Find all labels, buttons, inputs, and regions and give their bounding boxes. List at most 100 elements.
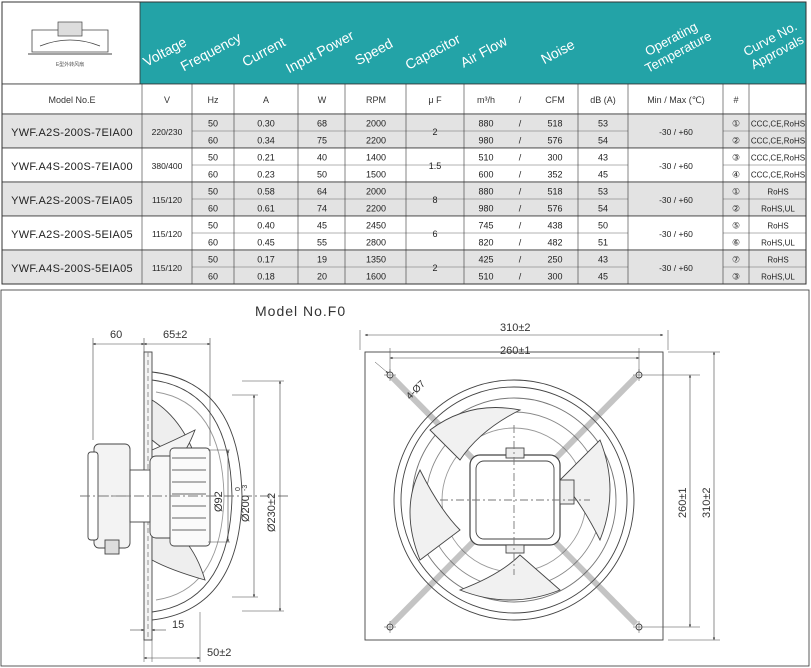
noise-cell: 51 bbox=[598, 238, 608, 248]
airflow-m3h-cell: 880 bbox=[478, 119, 493, 129]
unit-5: RPM bbox=[366, 95, 386, 105]
approvals-cell: RoHS bbox=[767, 256, 788, 265]
current-cell: 0.17 bbox=[257, 255, 275, 265]
temperature-cell: -30 / +60 bbox=[659, 127, 693, 137]
current-cell: 0.61 bbox=[257, 204, 275, 214]
speed-cell: 1400 bbox=[366, 153, 386, 163]
model-cell: YWF.A4S-200S-5EIA05 bbox=[11, 263, 133, 275]
dim-230: Ø230±2 bbox=[266, 493, 278, 532]
noise-cell: 45 bbox=[598, 170, 608, 180]
dim-50: 50±2 bbox=[207, 647, 231, 659]
approvals-cell: CCC,CE,RoHS bbox=[751, 120, 805, 129]
voltage-cell: 115/120 bbox=[152, 195, 182, 205]
noise-cell: 54 bbox=[598, 136, 608, 146]
power-cell: 74 bbox=[317, 204, 327, 214]
power-cell: 55 bbox=[317, 238, 327, 248]
voltage-cell: 115/120 bbox=[152, 263, 182, 273]
capacitor-cell: 1.5 bbox=[429, 161, 442, 171]
speed-cell: 2200 bbox=[366, 204, 386, 214]
power-cell: 19 bbox=[317, 255, 327, 265]
speed-cell: 1350 bbox=[366, 255, 386, 265]
airflow-separator: / bbox=[519, 204, 522, 214]
model-cell: YWF.A2S-200S-7EIA00 bbox=[11, 127, 133, 139]
unit-0: Model No.E bbox=[48, 95, 95, 105]
noise-cell: 43 bbox=[598, 255, 608, 265]
dim-200-tol-down: -3 bbox=[242, 485, 249, 491]
airflow-cfm-cell: 576 bbox=[547, 136, 562, 146]
frequency-cell: 50 bbox=[208, 187, 218, 197]
approvals-cell: RoHS,UL bbox=[761, 239, 795, 248]
power-cell: 50 bbox=[317, 170, 327, 180]
frequency-cell: 60 bbox=[208, 238, 218, 248]
unit-12: # bbox=[733, 95, 738, 105]
curve-cell: ③ bbox=[732, 272, 740, 282]
approvals-cell: CCC,CE,RoHS bbox=[751, 171, 805, 180]
technical-drawing bbox=[0, 289, 810, 667]
dim-15: 15 bbox=[172, 619, 184, 631]
dim-60: 60 bbox=[110, 329, 122, 341]
curve-cell: ⑤ bbox=[732, 221, 740, 231]
frequency-cell: 60 bbox=[208, 204, 218, 214]
dim-260-side: 260±1 bbox=[677, 487, 689, 518]
curve-cell: ⑥ bbox=[732, 238, 740, 248]
airflow-separator: / bbox=[519, 255, 522, 265]
airflow-cfm-cell: 576 bbox=[547, 204, 562, 214]
thumb-fan-guard bbox=[39, 39, 101, 47]
airflow-cfm-cell: 438 bbox=[547, 221, 562, 231]
frequency-cell: 60 bbox=[208, 170, 218, 180]
power-cell: 68 bbox=[317, 119, 327, 129]
unit-7: m³/h bbox=[477, 95, 495, 105]
noise-cell: 53 bbox=[598, 187, 608, 197]
airflow-cfm-cell: 300 bbox=[547, 153, 562, 163]
dim-200: Ø200 bbox=[240, 495, 252, 522]
airflow-m3h-cell: 820 bbox=[478, 238, 493, 248]
airflow-cfm-cell: 518 bbox=[547, 187, 562, 197]
units-row bbox=[1, 83, 807, 115]
dim-310-side: 310±2 bbox=[701, 487, 713, 518]
airflow-m3h-cell: 745 bbox=[478, 221, 493, 231]
frequency-cell: 60 bbox=[208, 272, 218, 282]
airflow-separator: / bbox=[519, 119, 522, 129]
approvals-cell: CCC,CE,RoHS bbox=[751, 137, 805, 146]
power-cell: 45 bbox=[317, 221, 327, 231]
airflow-m3h-cell: 510 bbox=[478, 272, 493, 282]
frequency-cell: 50 bbox=[208, 153, 218, 163]
airflow-m3h-cell: 600 bbox=[478, 170, 493, 180]
airflow-cfm-cell: 482 bbox=[547, 238, 562, 248]
airflow-separator: / bbox=[519, 153, 522, 163]
airflow-cfm-cell: 250 bbox=[547, 255, 562, 265]
frequency-cell: 50 bbox=[208, 255, 218, 265]
airflow-m3h-cell: 425 bbox=[478, 255, 493, 265]
airflow-separator: / bbox=[519, 221, 522, 231]
dim-260-top: 260±1 bbox=[500, 345, 531, 357]
temperature-cell: -30 / +60 bbox=[659, 229, 693, 239]
current-cell: 0.23 bbox=[257, 170, 275, 180]
speed-cell: 1500 bbox=[366, 170, 386, 180]
unit-6: μ F bbox=[428, 95, 442, 105]
approvals-cell: CCC,CE,RoHS bbox=[751, 154, 805, 163]
voltage-cell: 380/400 bbox=[152, 161, 183, 171]
model-cell: YWF.A4S-200S-7EIA00 bbox=[11, 161, 133, 173]
current-cell: 0.30 bbox=[257, 119, 275, 129]
speed-cell: 2000 bbox=[366, 119, 386, 129]
unit-3: A bbox=[263, 95, 269, 105]
airflow-m3h-cell: 980 bbox=[478, 204, 493, 214]
temperature-cell: -30 / +60 bbox=[659, 263, 693, 273]
front-view bbox=[359, 330, 720, 641]
dim-310-top: 310±2 bbox=[500, 322, 531, 334]
speed-cell: 2000 bbox=[366, 187, 386, 197]
approvals-cell: RoHS,UL bbox=[761, 205, 795, 214]
noise-cell: 53 bbox=[598, 119, 608, 129]
model-cell: YWF.A2S-200S-5EIA05 bbox=[11, 229, 133, 241]
temperature-cell: -30 / +60 bbox=[659, 195, 693, 205]
unit-9: CFM bbox=[545, 95, 565, 105]
table-frame bbox=[1, 1, 807, 285]
curve-cell: ② bbox=[732, 136, 740, 146]
airflow-cfm-cell: 518 bbox=[547, 119, 562, 129]
noise-cell: 54 bbox=[598, 204, 608, 214]
dim-200-tol-up: 0 bbox=[235, 487, 242, 491]
power-cell: 64 bbox=[317, 187, 327, 197]
current-cell: 0.34 bbox=[257, 136, 275, 146]
approvals-cell: RoHS,UL bbox=[761, 273, 795, 282]
